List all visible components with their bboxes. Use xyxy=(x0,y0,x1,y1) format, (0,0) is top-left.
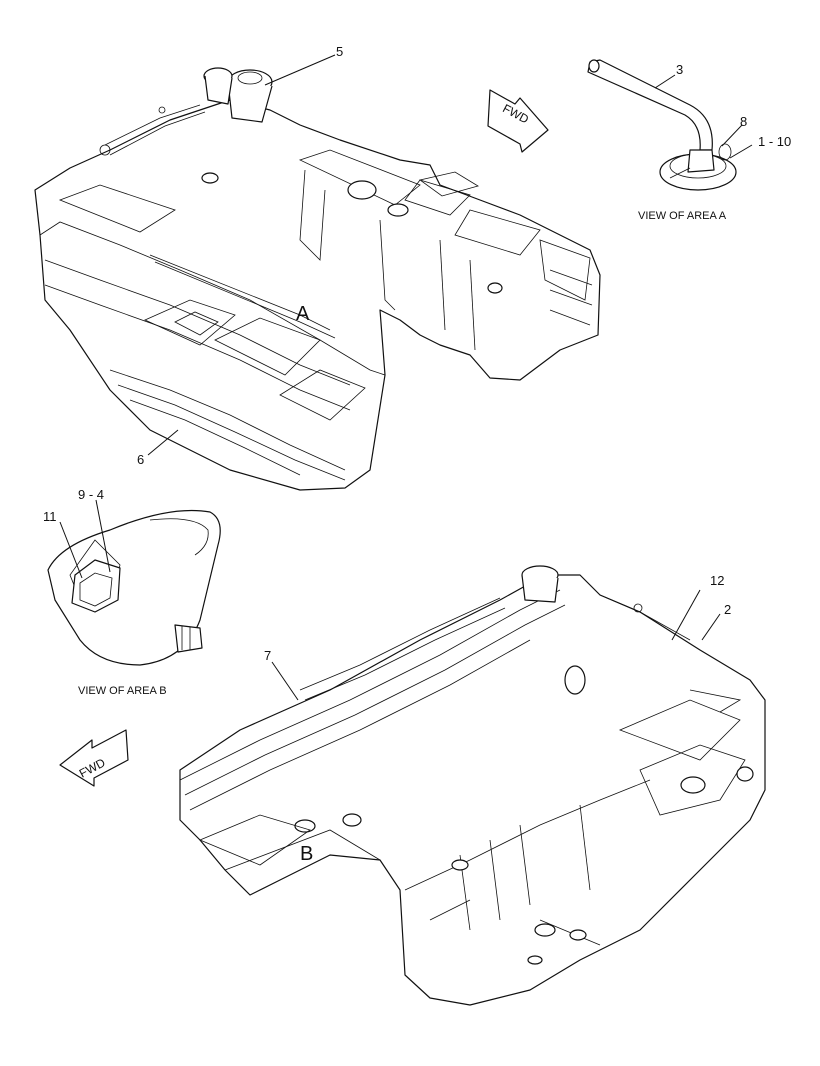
callouts: 5 3 8 1 - 10 6 9 - 4 11 7 12 2 xyxy=(43,44,791,663)
area-marker-a: A xyxy=(296,303,310,325)
area-marker-b: B xyxy=(300,843,313,865)
callout-11: 11 xyxy=(43,509,57,524)
callout-2: 2 xyxy=(724,602,731,617)
callout-9-4: 9 - 4 xyxy=(78,487,104,502)
fwd-arrow-icon: FWD xyxy=(487,89,549,153)
detail-view-area-b xyxy=(47,509,221,666)
caption-view-area-b: VIEW OF AREA B xyxy=(78,685,167,697)
leader-lines xyxy=(59,54,753,701)
caption-view-area-a: VIEW OF AREA A xyxy=(638,210,727,222)
callout-7: 7 xyxy=(264,648,271,663)
callout-12: 12 xyxy=(710,573,724,588)
lower-fuel-tank xyxy=(179,565,766,1006)
callout-6: 6 xyxy=(137,452,144,467)
upper-fuel-tank xyxy=(34,67,601,491)
callout-1-10: 1 - 10 xyxy=(758,134,791,149)
fwd-arrow-icon: FWD xyxy=(59,729,129,787)
callout-8: 8 xyxy=(740,114,747,129)
callout-5: 5 xyxy=(336,44,343,59)
callout-3: 3 xyxy=(676,62,683,77)
detail-view-area-a xyxy=(587,59,737,191)
